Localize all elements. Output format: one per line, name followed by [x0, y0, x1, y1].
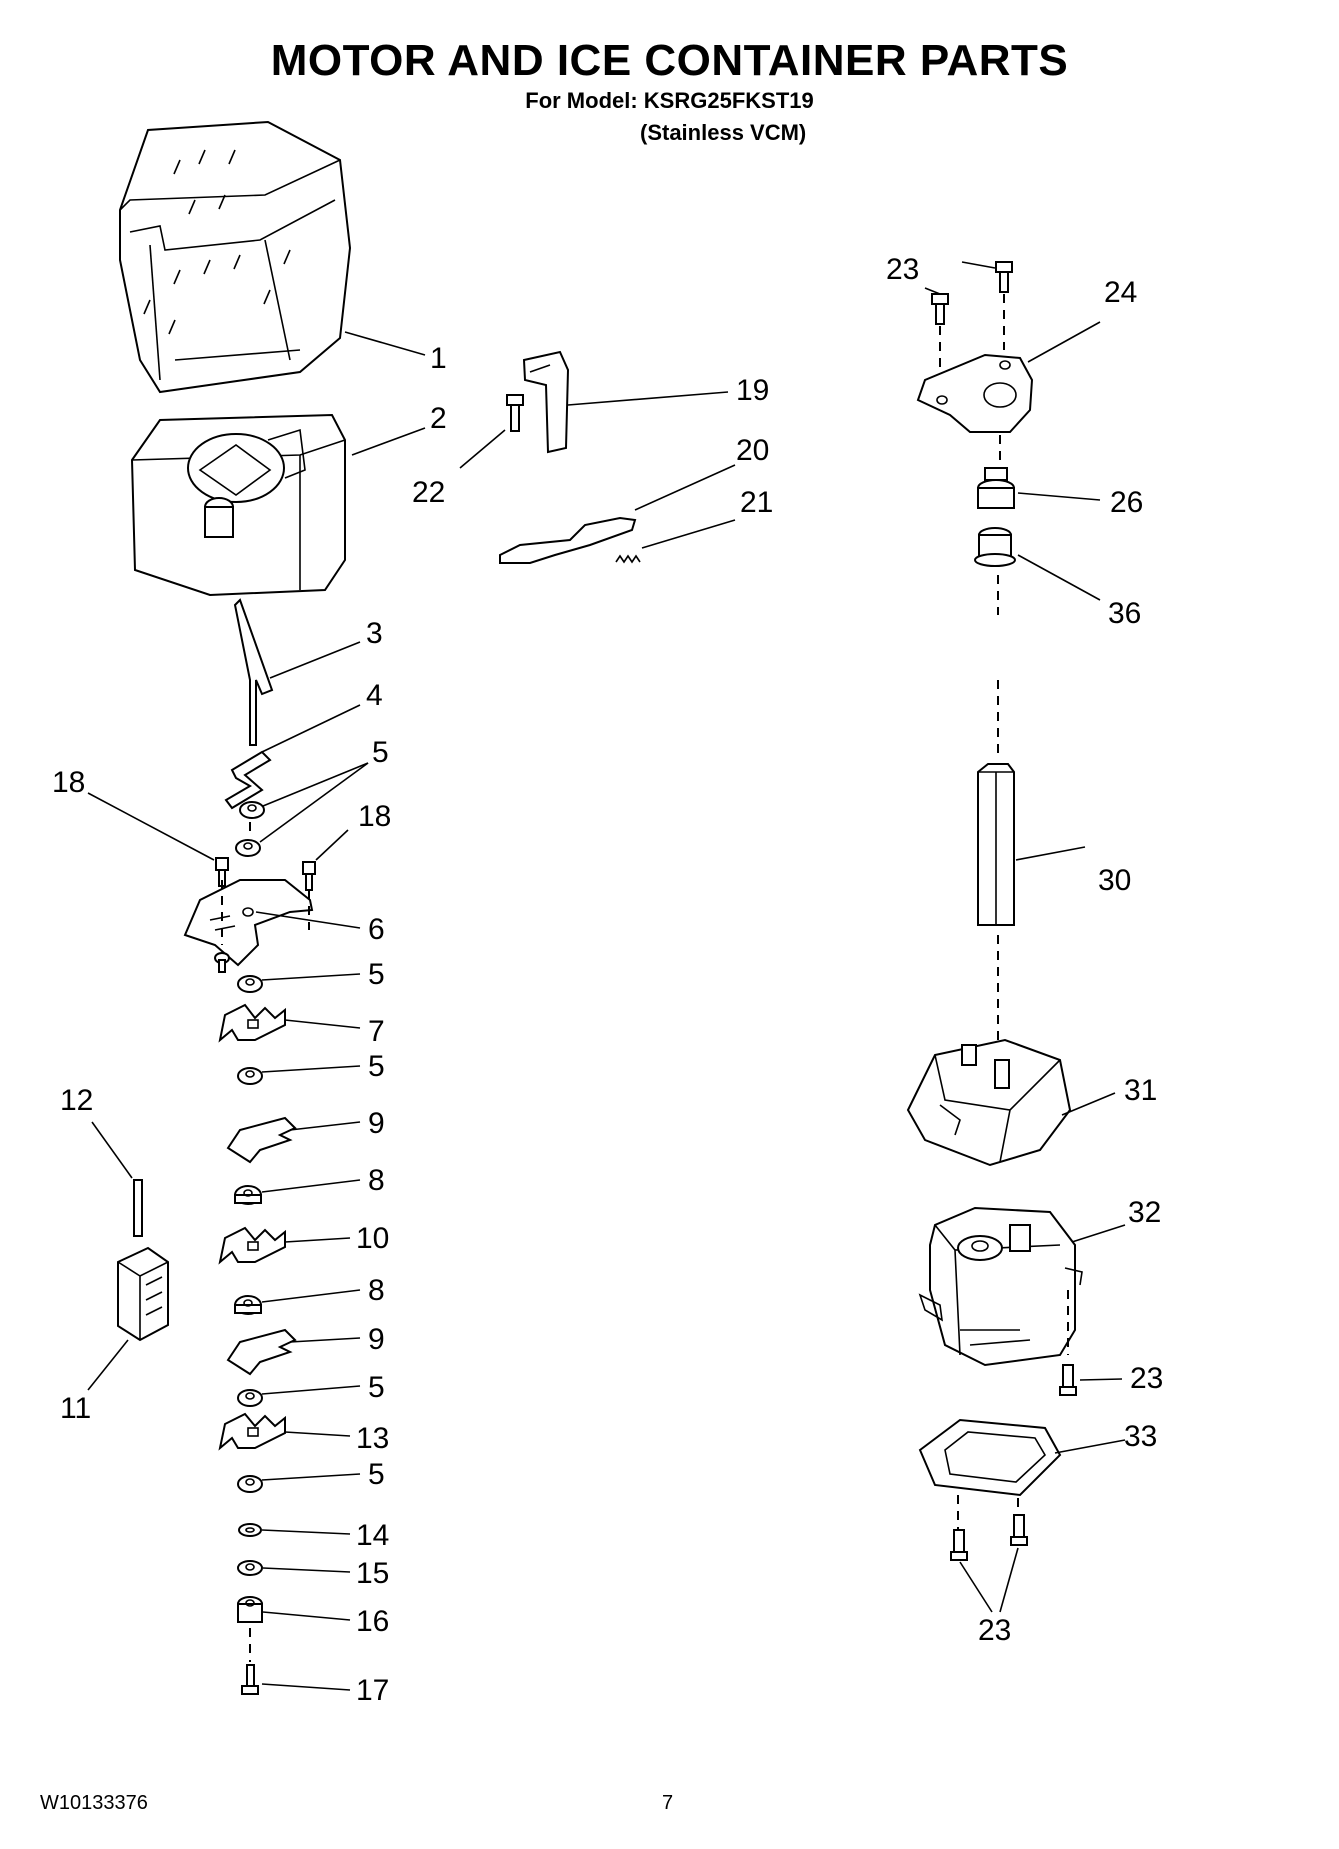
callout-7: 7 — [368, 1015, 385, 1048]
callout-31: 31 — [1124, 1074, 1157, 1107]
callout-5: 5 — [368, 1371, 385, 1404]
mounting-screw — [214, 952, 230, 973]
washer — [238, 1523, 262, 1537]
callout-14: 14 — [356, 1519, 389, 1552]
mounting-screw — [241, 1664, 259, 1695]
drive-shaft — [977, 763, 1015, 926]
callout-20: 20 — [736, 434, 769, 467]
callout-6: 6 — [368, 913, 385, 946]
leader-line — [344, 331, 426, 356]
callout-18-left: 18 — [52, 766, 85, 799]
page-number: 7 — [662, 1792, 674, 1814]
spacer-bushing — [234, 1295, 262, 1315]
callout-18-right: 18 — [358, 800, 391, 833]
callout-11: 11 — [60, 1392, 91, 1425]
actuator-arm — [499, 516, 637, 564]
mounting-screw — [995, 261, 1013, 293]
callout-8: 8 — [368, 1164, 385, 1197]
spacer-washer — [237, 1475, 263, 1493]
coupler-nut — [237, 1596, 263, 1623]
callout-23-right: 23 — [1130, 1362, 1163, 1395]
switch-block — [117, 1246, 169, 1342]
callout-4: 4 — [366, 679, 383, 712]
mounting-screw — [931, 293, 949, 325]
callout-32: 32 — [1128, 1196, 1161, 1229]
spacer-washer — [235, 839, 261, 857]
model-line: For Model: KSRG25FKST19 — [525, 88, 814, 113]
callout-22: 22 — [412, 476, 445, 509]
callout-19: 19 — [736, 374, 769, 407]
callout-23-top: 23 — [886, 253, 919, 286]
bushing — [974, 527, 1016, 567]
mounting-screw — [302, 861, 316, 891]
pin — [133, 1179, 143, 1237]
page-title: MOTOR AND ICE CONTAINER PARTS — [270, 36, 1069, 85]
mounting-plate — [183, 879, 314, 967]
mounting-screw — [1010, 1514, 1028, 1546]
mounting-screw — [950, 1529, 968, 1561]
callout-17: 17 — [356, 1674, 389, 1707]
callout-5: 5 — [368, 958, 385, 991]
callout-12: 12 — [60, 1084, 93, 1117]
callout-3: 3 — [366, 617, 383, 650]
callout-21: 21 — [740, 486, 773, 519]
callout-5: 5 — [372, 736, 389, 769]
spacer-bushing — [234, 1185, 262, 1205]
bracket — [522, 350, 570, 454]
callout-1: 1 — [430, 342, 447, 375]
auger-rod — [233, 598, 274, 746]
callout-33: 33 — [1124, 1420, 1157, 1453]
document-number: W10133376 — [40, 1792, 148, 1814]
mounting-screw — [1059, 1364, 1077, 1396]
spacer-washer — [237, 975, 263, 993]
crusher-blade — [226, 1116, 297, 1164]
callout-26: 26 — [1110, 486, 1143, 519]
washer — [237, 1560, 263, 1576]
variant-label: (Stainless VCM) — [640, 120, 807, 145]
callout-5: 5 — [368, 1458, 385, 1491]
bearing-assembly — [977, 467, 1015, 509]
auger-motor-housing — [130, 413, 346, 597]
crusher-blade — [218, 1003, 286, 1043]
spring — [615, 554, 641, 564]
crusher-blade — [218, 1226, 286, 1265]
callout-13: 13 — [356, 1422, 389, 1455]
leader-line — [351, 427, 426, 456]
callout-23-bottom: 23 — [978, 1614, 1011, 1647]
spacer-washer — [239, 801, 265, 819]
callout-2: 2 — [430, 402, 447, 435]
spacer-washer — [237, 1067, 263, 1085]
crusher-blade — [218, 1412, 286, 1451]
callout-9: 9 — [368, 1323, 385, 1356]
retaining-clip — [224, 750, 272, 810]
mounting-screw — [215, 857, 229, 887]
ice-container-bin — [119, 120, 352, 394]
callout-9: 9 — [368, 1107, 385, 1140]
spacer-washer — [237, 1389, 263, 1407]
mounting-screw — [506, 394, 524, 432]
callout-36: 36 — [1108, 597, 1141, 630]
motor-cover — [906, 1038, 1072, 1167]
callout-24: 24 — [1104, 276, 1137, 309]
callout-30: 30 — [1098, 864, 1131, 897]
callout-15: 15 — [356, 1557, 389, 1590]
gasket — [918, 1418, 1062, 1497]
callout-10: 10 — [356, 1222, 389, 1255]
callout-16: 16 — [356, 1605, 389, 1638]
callout-5: 5 — [368, 1050, 385, 1083]
callout-8: 8 — [368, 1274, 385, 1307]
crusher-blade — [226, 1328, 297, 1376]
motor-bracket — [916, 353, 1034, 433]
gear-motor — [918, 1206, 1083, 1367]
